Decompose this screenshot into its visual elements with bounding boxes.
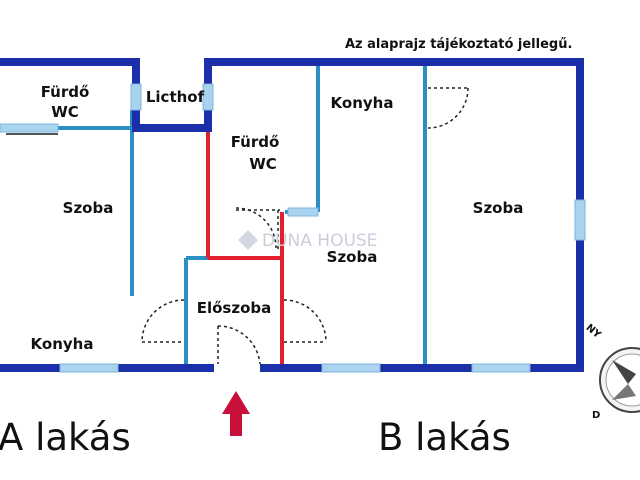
b-bath-label-2: WC [249, 155, 277, 173]
hall-label: Előszoba [197, 299, 272, 317]
watermark-text: DUNA HOUSE [262, 231, 377, 251]
b-room-right-label: Szoba [473, 199, 524, 217]
disclaimer-note: Az alaprajz tájékoztató jellegű. [345, 37, 572, 52]
a-bath-label-1: Fürdő [41, 83, 90, 101]
entrance-door [214, 364, 260, 372]
apartment-a-label: A lakás [0, 416, 131, 459]
a-kitchen-label: Konyha [31, 335, 94, 353]
watermark: DUNA HOUSE [238, 230, 377, 251]
b-bath-label-1: Fürdő [231, 133, 280, 151]
compass-south-label: D [592, 410, 600, 421]
a-bath-label-2: WC [51, 103, 79, 121]
b-room-mid-label: Szoba [327, 248, 378, 266]
b-kitchen-label: Konyha [331, 94, 394, 112]
red-walls [206, 128, 284, 364]
lightwell-label: Licthof [146, 88, 205, 106]
windows [0, 83, 586, 373]
compass-icon [599, 347, 640, 413]
a-room-label: Szoba [63, 199, 114, 217]
entrance-arrow-icon [222, 391, 250, 436]
doors [141, 87, 469, 365]
apartment-b-label: B lakás [378, 416, 511, 459]
compass-north-label: NY [584, 322, 604, 341]
inner-walls [0, 66, 427, 364]
